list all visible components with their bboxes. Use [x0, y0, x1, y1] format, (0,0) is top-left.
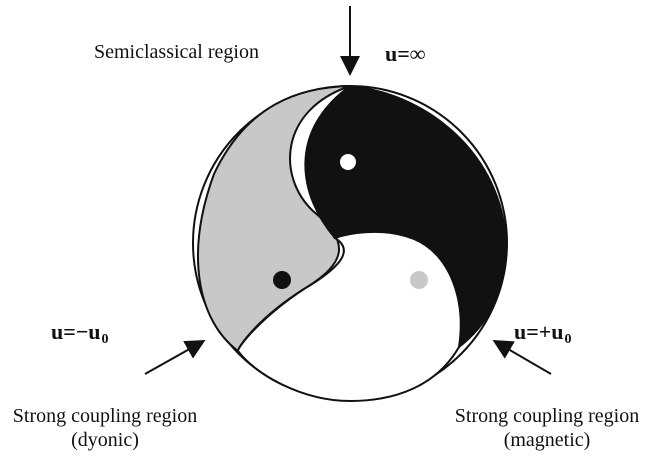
u-minus-u0-label: u=−u0	[51, 320, 109, 348]
left-arrow	[145, 342, 202, 374]
dyonic-label: (dyonic)	[0, 428, 210, 452]
strong-coupling-dyonic-label: Strong coupling region (dyonic)	[0, 404, 210, 452]
strong-coupling-dyonic-title: Strong coupling region	[0, 404, 210, 428]
u-plus-u0-subscript: 0	[565, 332, 572, 347]
magnetic-point	[410, 271, 428, 289]
u-minus-u-symbol: u=−u	[51, 319, 101, 344]
strong-coupling-magnetic-title: Strong coupling region	[437, 404, 657, 428]
dyonic-point	[273, 271, 291, 289]
magnetic-label: (magnetic)	[437, 428, 657, 452]
u-plus-u0-label: u=+u0	[514, 320, 572, 348]
semiclassical-region-label: Semiclassical region	[94, 40, 259, 64]
moduli-circle	[193, 86, 507, 401]
u-infinity-label: u=∞	[385, 42, 425, 66]
strong-coupling-magnetic-label: Strong coupling region (magnetic)	[437, 404, 657, 452]
u-plus-u-symbol: u=+u	[514, 319, 564, 344]
u-minus-u0-subscript: 0	[102, 332, 109, 347]
semiclassical-point	[340, 154, 356, 170]
